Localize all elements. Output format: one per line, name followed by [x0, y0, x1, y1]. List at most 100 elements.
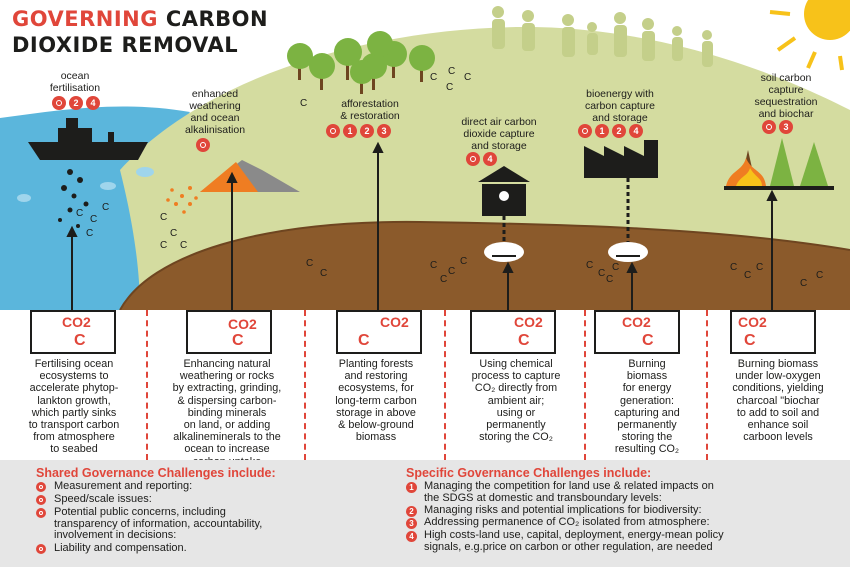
- svg-text:C: C: [86, 228, 93, 239]
- badge-1: 1: [343, 124, 357, 138]
- number-badge: 1: [406, 482, 417, 493]
- carbon-label: C: [74, 332, 86, 349]
- rock-weathering-icon: [166, 160, 300, 214]
- svg-text:C: C: [102, 202, 109, 213]
- fish-icon: [17, 167, 154, 202]
- forest-icon: [287, 31, 435, 94]
- svg-text:C: C: [180, 240, 187, 251]
- factory-icon: [584, 140, 658, 262]
- badge-2: 2: [612, 124, 626, 138]
- carbon-icon-box: CO2 C: [336, 310, 422, 354]
- svg-text:C: C: [598, 268, 605, 279]
- svg-text:C: C: [320, 268, 327, 279]
- bullet-icon: [36, 495, 46, 505]
- co2-label: CO2: [622, 314, 651, 330]
- badge-shared: [466, 152, 480, 166]
- badge-4: 4: [86, 96, 100, 110]
- carbon-icon-box: CO2 C: [594, 310, 680, 354]
- badge-3: 3: [779, 120, 793, 134]
- svg-text:C: C: [430, 72, 437, 83]
- svg-text:C: C: [430, 260, 437, 271]
- description-soil-carbon-biochar: Burning biomass under low-oxygen conditi…: [732, 358, 824, 444]
- title-line2: DIOXIDE REMOVAL: [12, 33, 239, 57]
- panel-soil-carbon-biochar: CO2 C Burning biomass under low-oxygen c…: [708, 310, 850, 460]
- svg-text:C: C: [160, 212, 167, 223]
- number-badge: 3: [406, 518, 417, 529]
- description-direct-air-capture: Using chemical process to capture CO₂ di…: [471, 358, 561, 444]
- specific-item: Managing risks and potential implication…: [424, 504, 702, 516]
- svg-text:C: C: [440, 274, 447, 285]
- badge-shared: [196, 138, 210, 152]
- svg-text:C: C: [448, 266, 455, 277]
- svg-text:C: C: [730, 262, 737, 273]
- badges-ocean-fertilisation: 2 4: [52, 96, 100, 110]
- badges-soil-carbon-biochar: 3: [762, 120, 793, 134]
- carbon-icon-box: CO2 C: [30, 310, 116, 354]
- co2-label: CO2: [380, 314, 409, 330]
- badge-4: 4: [483, 152, 497, 166]
- bullet-icon: [36, 482, 46, 492]
- panel-afforestation: CO2 C Planting forests and restoring eco…: [306, 310, 446, 460]
- svg-text:C: C: [744, 270, 751, 281]
- badges-afforestation: 1 2 3: [326, 124, 391, 138]
- badge-2: 2: [69, 96, 83, 110]
- specific-item: Managing the competition for land use & …: [424, 480, 714, 504]
- svg-text:C: C: [90, 214, 97, 225]
- specific-item: High costs-land use, capital, deployment…: [424, 529, 724, 553]
- svg-text:C: C: [160, 240, 167, 251]
- svg-text:C: C: [612, 262, 619, 273]
- svg-text:C: C: [300, 98, 307, 109]
- panel-enhanced-weathering: CO2 C Enhancing natural weathering or ro…: [148, 310, 306, 468]
- co2-label: CO2: [228, 316, 257, 332]
- badge-2: 2: [360, 124, 374, 138]
- air-capture-unit-icon: [478, 166, 530, 262]
- soil-layer: [120, 221, 850, 310]
- specific-item: Addressing permanence of CO₂ isolated fr…: [424, 516, 710, 528]
- description-bioenergy-ccs: Burning biomass for energy generation: c…: [614, 358, 680, 456]
- challenges-section: Shared Governance Challenges include: Me…: [0, 460, 850, 567]
- badge-1: 1: [595, 124, 609, 138]
- label-ocean-fertilisation: ocean fertilisation: [49, 70, 101, 94]
- specific-challenges-heading: Specific Governance Challenges include:: [406, 466, 652, 480]
- carbon-icon-box: CO2 C: [186, 310, 272, 354]
- badge-4: 4: [629, 124, 643, 138]
- co2-label: CO2: [738, 314, 767, 330]
- label-afforestation: afforestation & restoration: [340, 98, 400, 122]
- people-icon: [492, 6, 713, 67]
- number-badge: 2: [406, 506, 417, 517]
- iron-particles: [58, 169, 89, 228]
- svg-text:C: C: [76, 208, 83, 219]
- shared-item: Measurement and reporting:: [54, 480, 193, 492]
- panel-ocean-fertilisation: CO2 C Fertilising ocean ecosystems to ac…: [0, 310, 148, 460]
- description-ocean-fertilisation: Fertilising ocean ecosystems to accelera…: [28, 358, 120, 456]
- svg-text:C: C: [464, 72, 471, 83]
- panel-bioenergy-ccs: CO2 C Burning biomass for energy generat…: [586, 310, 708, 460]
- carbon-label: C: [744, 332, 756, 349]
- badge-3: 3: [377, 124, 391, 138]
- badge-shared: [578, 124, 592, 138]
- ship-icon: [28, 118, 148, 160]
- carbon-label: C: [232, 332, 244, 349]
- sun-icon: [769, 0, 850, 71]
- carbon-icon-box: CO2 C: [470, 310, 556, 354]
- carbon-label: C: [518, 332, 530, 349]
- carbon-label: C: [642, 332, 654, 349]
- svg-text:C: C: [606, 274, 613, 285]
- label-enhanced-weathering: enhanced weathering and ocean alkalinisa…: [184, 88, 246, 136]
- title-line1: CARBON: [165, 7, 269, 31]
- svg-text:C: C: [448, 66, 455, 77]
- page-title: GOVERNING CARBON DIOXIDE REMOVAL: [12, 6, 268, 58]
- shared-challenges-heading: Shared Governance Challenges include:: [36, 466, 276, 480]
- bullet-icon: [36, 508, 46, 518]
- bullet-icon: [36, 544, 46, 554]
- svg-text:C: C: [800, 278, 807, 289]
- burning-forest-icon: [724, 138, 834, 190]
- svg-text:C: C: [586, 260, 593, 271]
- svg-text:C: C: [816, 270, 823, 281]
- badge-shared: [52, 96, 66, 110]
- badges-direct-air-capture: 4: [466, 152, 497, 166]
- carbon-icon-box: CO2 C: [730, 310, 816, 354]
- badges-enhanced-weathering: [196, 138, 210, 152]
- svg-text:C: C: [170, 228, 177, 239]
